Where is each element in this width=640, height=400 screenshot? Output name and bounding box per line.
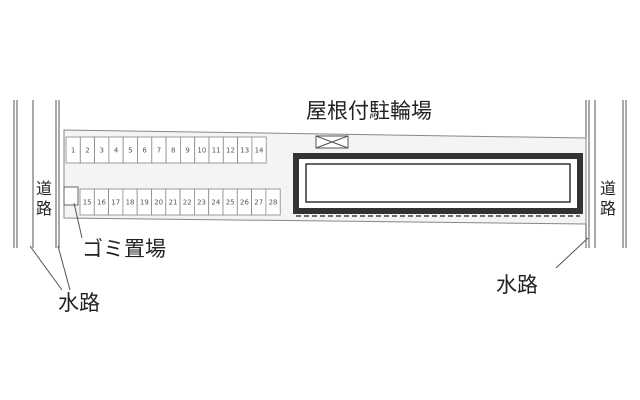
garbage-leader [73, 202, 83, 239]
building-inner [305, 163, 571, 203]
garbage-label: ゴミ置場 [82, 237, 166, 261]
waterway-left-leader-a [29, 245, 63, 291]
parking-stall-number: 20 [154, 199, 163, 207]
parking-stall [251, 136, 267, 164]
parking-stall-number: 19 [140, 199, 149, 207]
parking-stall [265, 188, 281, 216]
waterway-right-leader [555, 237, 589, 269]
parking-stall-number: 7 [157, 147, 161, 155]
bike-parking-marker [315, 135, 349, 149]
parking-stall-number: 12 [226, 147, 235, 155]
parking-row-bottom: 15 16 17 18 19 20 21 22 23 24 25 26 27 28 [79, 188, 281, 216]
waterway-left-label: 水路 [58, 291, 100, 315]
right-road-edge [585, 100, 627, 248]
parking-stall-number: 23 [197, 199, 206, 207]
parking-stall-number: 24 [211, 199, 220, 207]
parking-stall-number: 21 [168, 199, 177, 207]
parking-stall-number: 26 [240, 199, 249, 207]
parking-stall-number: 9 [185, 147, 189, 155]
garbage-box [63, 186, 79, 206]
parking-stall-number: 16 [97, 199, 106, 207]
road-left-char-2: 路 [36, 199, 52, 218]
parking-stall-number: 27 [254, 199, 263, 207]
road-left-char-1: 道 [36, 179, 52, 198]
parking-stall-number: 28 [269, 199, 278, 207]
parking-stall-number: 8 [171, 147, 175, 155]
parking-stall-number: 18 [126, 199, 135, 207]
parking-stall-number: 6 [142, 147, 147, 155]
parking-stall-number: 14 [255, 147, 264, 155]
road-right-char-2: 路 [600, 199, 616, 218]
parking-stall-number: 13 [240, 147, 249, 155]
parking-stall-number: 11 [212, 147, 221, 155]
waterway-right-label: 水路 [496, 273, 538, 297]
parking-stall-number: 2 [85, 147, 89, 155]
road-right-char-1: 道 [600, 179, 616, 198]
parking-stall-number: 17 [111, 199, 120, 207]
parking-stall-number: 3 [100, 147, 104, 155]
parking-stall-number: 22 [183, 199, 192, 207]
left-road-edge [13, 100, 60, 248]
parking-stall-number: 1 [71, 147, 75, 155]
bike-parking-label: 屋根付駐輪場 [306, 99, 432, 123]
parking-stall-number: 25 [226, 199, 235, 207]
parking-stall-number: 4 [114, 147, 119, 155]
waterway-left-leader-b [57, 245, 71, 291]
parking-stall-number: 10 [197, 147, 206, 155]
parking-stall-number: 15 [83, 199, 92, 207]
parking-stall-number: 5 [128, 147, 132, 155]
